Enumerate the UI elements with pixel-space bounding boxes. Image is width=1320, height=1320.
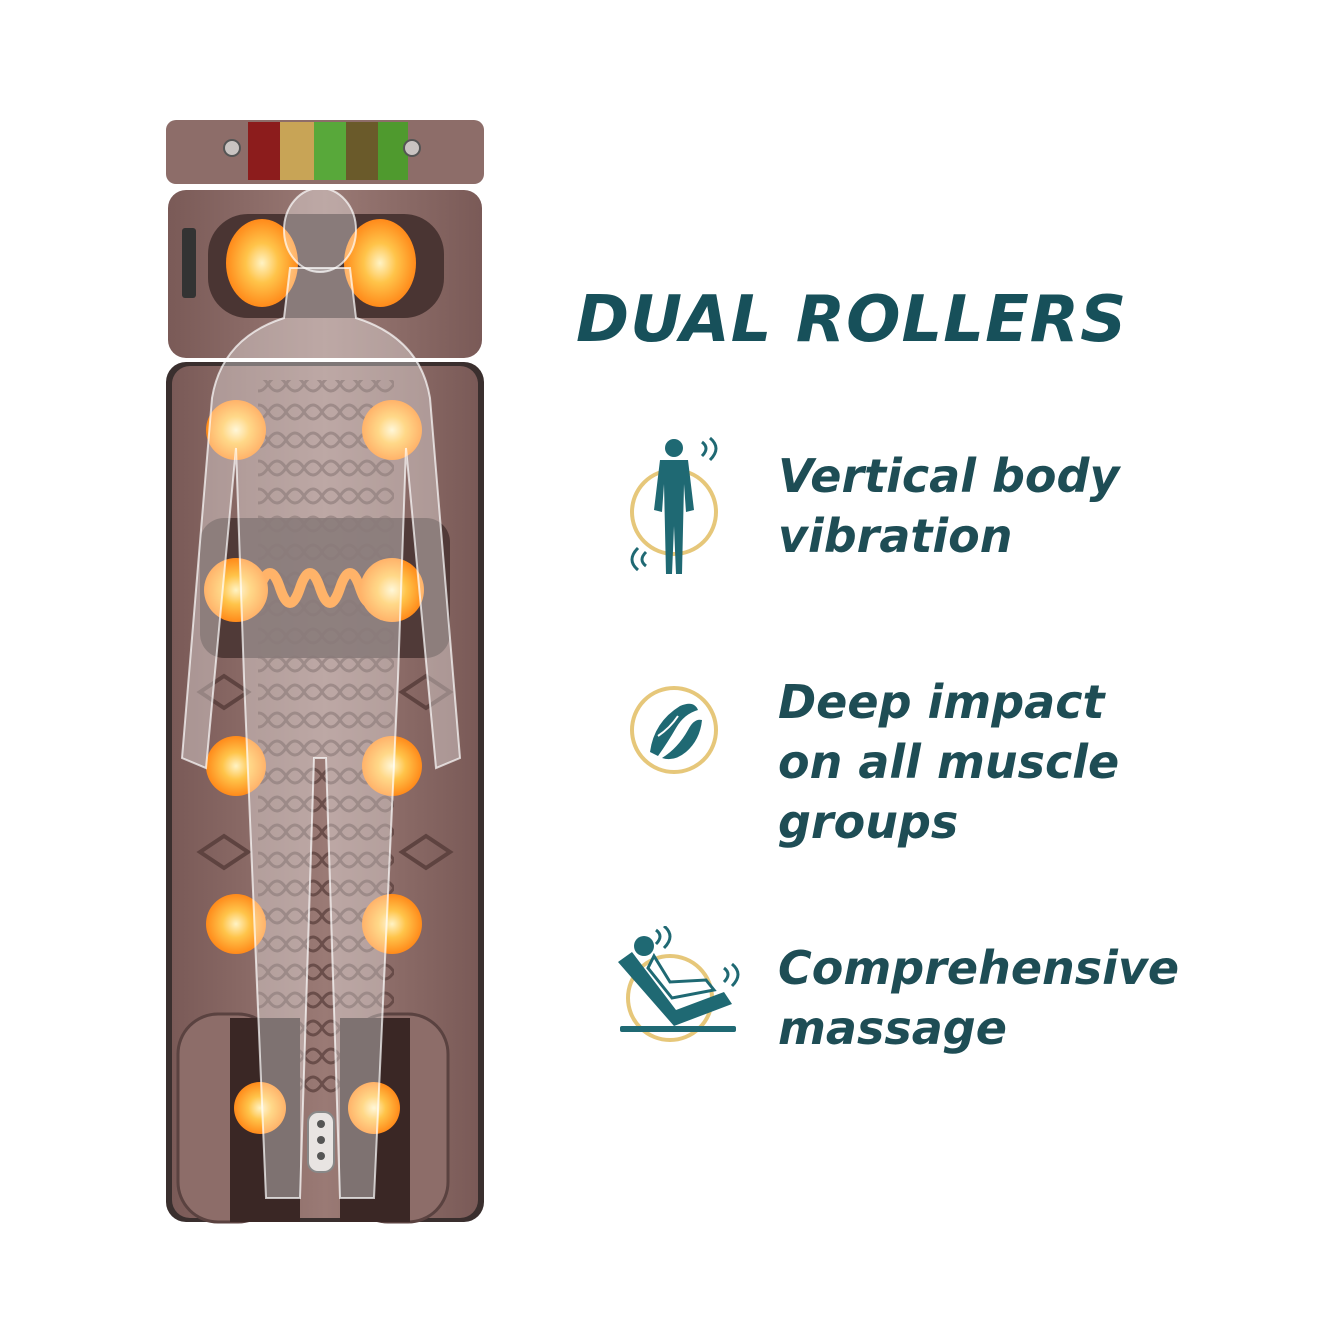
feature-line: vibration — [778, 509, 1013, 563]
feature-deep-impact: Deep impact on all muscle groups — [600, 672, 1240, 849]
feature-line: groups — [778, 795, 959, 849]
foot-rollers — [176, 1012, 450, 1224]
feature-comprehensive-massage: Comprehensive massage — [600, 926, 1240, 1108]
feature-line: massage — [778, 1001, 1007, 1055]
feature-text: Deep impact on all muscle groups — [778, 672, 1248, 852]
reclining-massage-icon — [618, 926, 740, 1042]
headline: DUAL ROLLERS — [576, 283, 1128, 357]
muscle-icon — [630, 686, 718, 774]
vibrating-body-icon — [630, 436, 718, 574]
neck-cushion — [168, 190, 482, 358]
feature-line: on all muscle — [778, 735, 1120, 789]
headrest-pillow — [166, 120, 484, 184]
feature-vertical-vibration: Vertical body vibration — [600, 436, 1240, 616]
massage-mat-image — [166, 120, 484, 1224]
feature-line: Vertical body — [778, 449, 1120, 503]
feature-line: Comprehensive — [778, 941, 1180, 995]
feature-line: Deep impact — [778, 675, 1105, 729]
feature-text: Vertical body vibration — [778, 446, 1248, 566]
feature-text: Comprehensive massage — [778, 938, 1248, 1058]
body-silhouette — [180, 187, 462, 1199]
